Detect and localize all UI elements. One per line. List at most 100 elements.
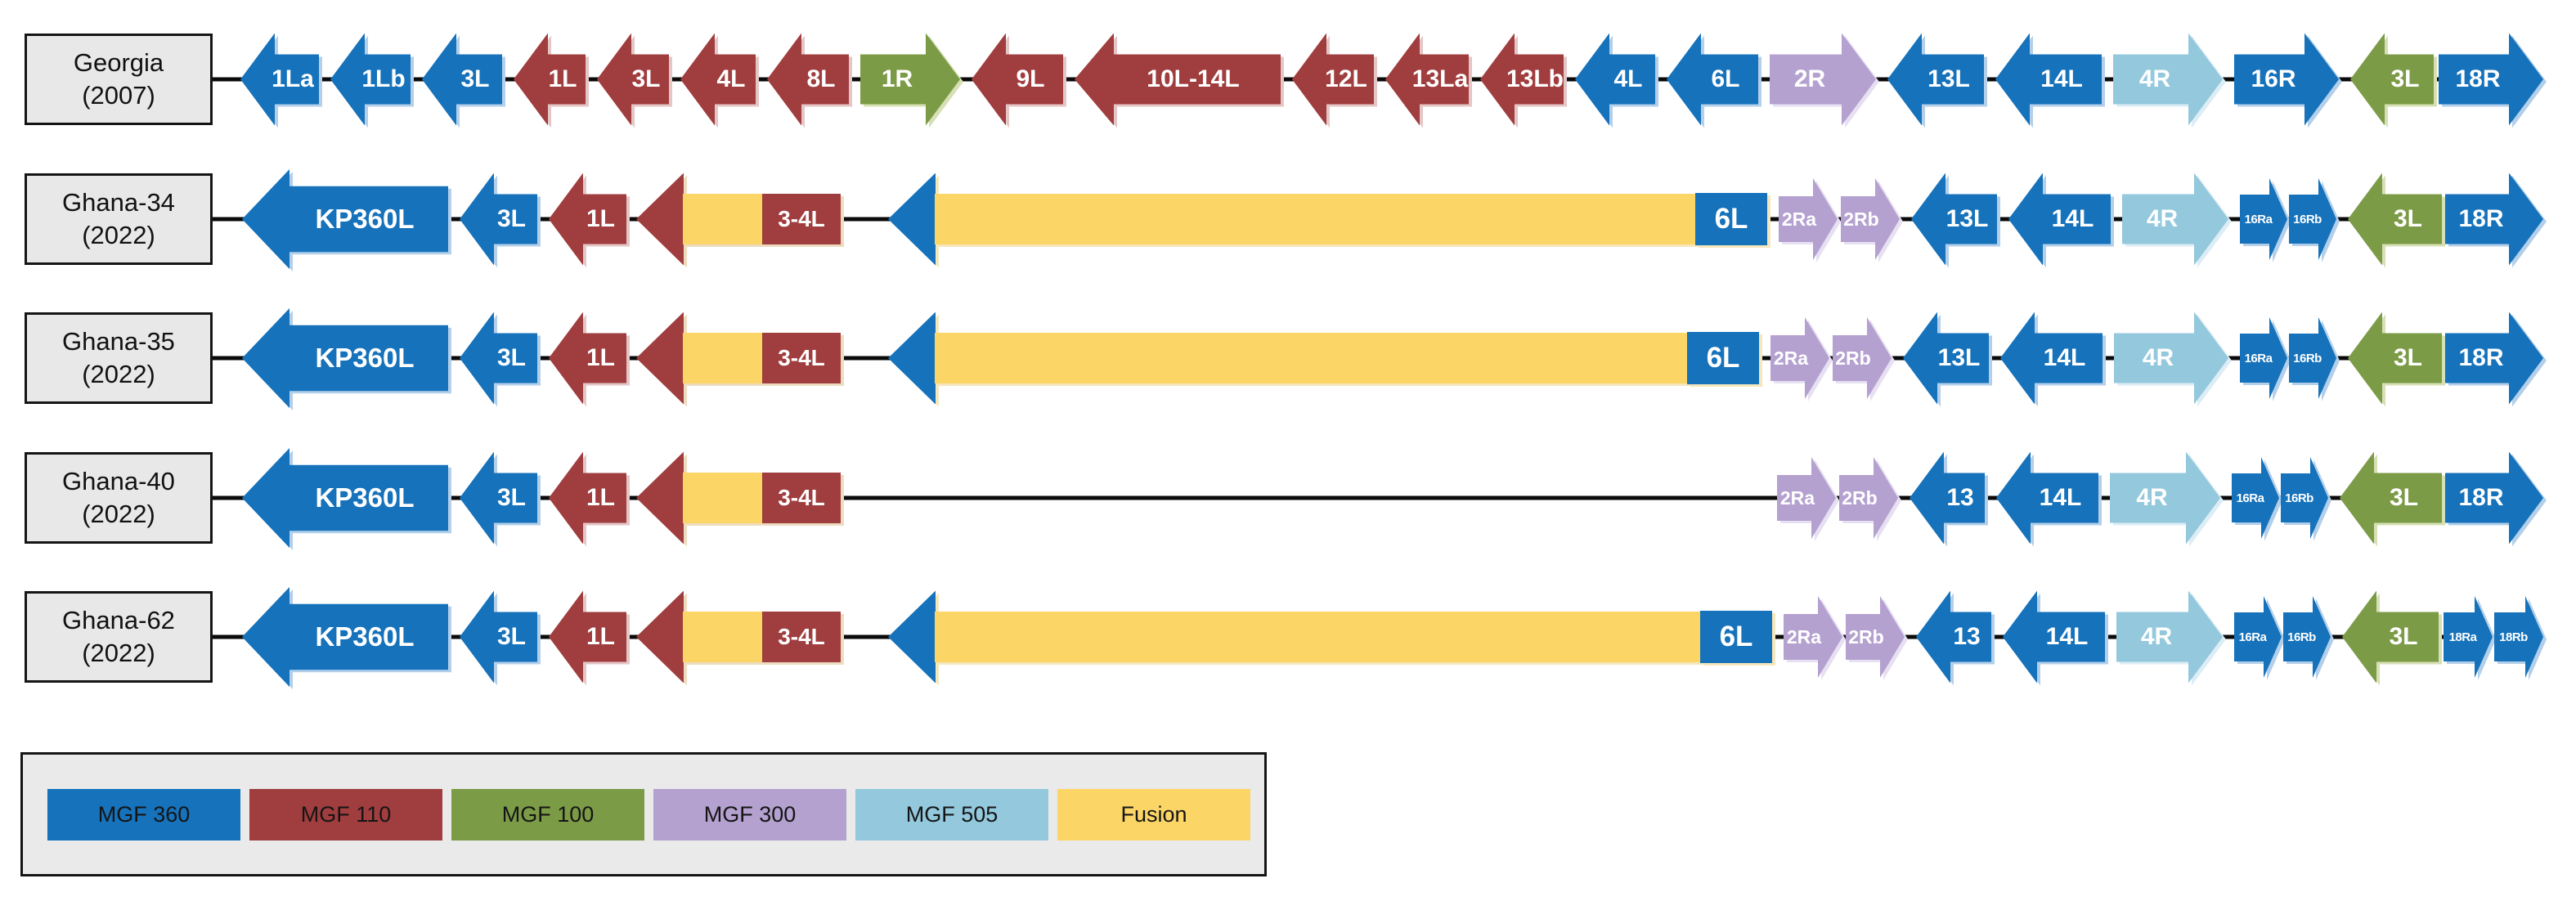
gene-arrow-3l: 3L — [2348, 173, 2442, 266]
fusion-bar-arrowhead — [888, 173, 936, 266]
fusion-segment — [683, 612, 762, 662]
gene-arrow-13l: 13L — [1911, 173, 1997, 266]
legend-item-mgf-300: MGF 300 — [653, 788, 846, 840]
legend-label: MGF 110 — [300, 801, 392, 827]
gene-label: 13L — [1945, 205, 1989, 232]
fusion-segment — [683, 333, 762, 383]
gene-label: 1L — [586, 205, 615, 232]
genome-line — [213, 77, 2538, 82]
strain-label-box: Ghana-34 (2022) — [25, 173, 213, 265]
fusion-bar-body — [935, 612, 1701, 662]
gene-label: 18Ra — [2448, 630, 2477, 644]
gene-arrow-16rb: 16Rb — [2289, 178, 2336, 260]
gene-arrow-3l: 3L — [2348, 312, 2442, 405]
gene-arrow-3l: 3L — [2340, 451, 2442, 545]
legend-label: MGF 100 — [501, 801, 595, 827]
gene-label: 3L — [496, 205, 526, 232]
gene-label: 16Ra — [2236, 491, 2264, 505]
gene-arrow-4l: 4L — [680, 33, 756, 126]
gene-arrow-3l: 3L — [597, 33, 669, 126]
gene-arrow-3l: 3L — [460, 590, 537, 684]
gene-label: 12L — [1325, 65, 1367, 92]
gene-arrow-18r: 18R — [2445, 312, 2543, 405]
genome-line — [213, 495, 2538, 500]
gene-arrow-14l: 14L — [2000, 312, 2103, 405]
gene-label: 16R — [2251, 65, 2296, 92]
gene-label: KP360L — [315, 482, 415, 513]
fusion-bar-body — [935, 333, 1688, 383]
fusion-bar-arrowhead — [888, 590, 936, 684]
gene-label: 16Rb — [2293, 212, 2322, 226]
gene-label: KP360L — [315, 621, 415, 652]
gene-arrow-2ra: 2Ra — [1770, 317, 1829, 399]
gene-arrow-16ra: 16Ra — [2234, 596, 2282, 678]
gene-arrow-3l: 3L — [460, 312, 537, 405]
gene-arrow-kp360l: KP360L — [242, 308, 448, 408]
gene-label: 13L — [1937, 344, 1981, 371]
gene-label: 14L — [2051, 205, 2094, 232]
fusion-arrowhead — [636, 451, 684, 545]
gene-label: 4L — [716, 65, 746, 92]
gene-arrow-10l-14l: 10L-14L — [1075, 33, 1281, 126]
gene-label: 9L — [1016, 65, 1045, 92]
fusion-bar-gene-block: 6L — [1700, 610, 1772, 664]
gene-arrow-16rb: 16Rb — [2283, 596, 2331, 678]
fusion-bar-6l: 6L — [888, 173, 1767, 266]
gene-arrow-4l: 4L — [1575, 33, 1655, 126]
strain-year: (2022) — [82, 360, 155, 388]
gene-arrow-1l: 1L — [549, 312, 626, 405]
gene-arrow-1l: 1L — [549, 451, 626, 545]
gene-arrow-2rb: 2Rb — [1846, 596, 1905, 678]
gene-arrow-2rb: 2Rb — [1839, 457, 1898, 539]
gene-arrow-12l: 12L — [1292, 33, 1374, 126]
gene-arrow-16r: 16R — [2234, 34, 2339, 126]
gene-arrow-14l: 14L — [2008, 173, 2111, 266]
gene-label: 3L — [2389, 484, 2418, 511]
gene-label: 2Rb — [1848, 625, 1884, 648]
gene-label: 1Lb — [361, 65, 406, 92]
gene-label: 3L — [2393, 344, 2422, 371]
gene-arrow-2ra: 2Ra — [1777, 457, 1836, 539]
strain-label-box: Ghana-62(2022) — [25, 591, 213, 683]
gene-arrow-2rb: 2Rb — [1841, 178, 1900, 260]
gene-label: 16Ra — [2244, 351, 2273, 365]
gene-label: 4R — [2138, 65, 2171, 92]
gene-arrow-1l: 1L — [549, 590, 626, 684]
gene-label: 1L — [586, 484, 615, 511]
strain-year: (2007) — [82, 81, 155, 110]
gene-arrow-1r: 1R — [860, 34, 960, 126]
strain-year: (2022) — [82, 221, 155, 249]
gene-label: 16Rb — [2293, 351, 2322, 365]
gene-label: 4R — [2146, 205, 2179, 232]
gene-label: 4L — [1613, 65, 1643, 92]
strain-name: Ghana-34 — [62, 187, 175, 217]
gene-arrow-kp360l: KP360L — [242, 448, 448, 548]
gene-arrow-6l: 6L — [1667, 33, 1758, 126]
strain-name: Georgia — [73, 47, 164, 77]
gene-label: 2Ra — [1773, 347, 1809, 369]
gene-label: 3L — [2390, 65, 2420, 92]
gene-label: 1L — [548, 65, 577, 92]
gene-arrow-1l: 1L — [514, 33, 586, 126]
fusion-arrowhead — [636, 173, 684, 266]
gene-label: 16Rb — [2287, 630, 2316, 644]
fusion-bar-6l: 6L — [888, 312, 1759, 405]
fusion-gene-block: 3-4L — [762, 333, 841, 383]
legend-label: MGF 360 — [97, 801, 191, 827]
gene-label: 18R — [2458, 205, 2504, 232]
gene-arrow-9l: 9L — [972, 33, 1063, 126]
strain-label-box: Ghana-35(2022) — [25, 312, 213, 404]
fusion-gene-block: 3-4L — [762, 194, 841, 244]
gene-label: 13L — [1928, 65, 1970, 92]
gene-arrow-18r: 18R — [2445, 173, 2543, 266]
gene-label: 2R — [1793, 65, 1826, 92]
legend-label: Fusion — [1120, 801, 1187, 827]
gene-arrow-18r: 18R — [2439, 34, 2543, 126]
gene-label: 2Rb — [1835, 347, 1871, 369]
